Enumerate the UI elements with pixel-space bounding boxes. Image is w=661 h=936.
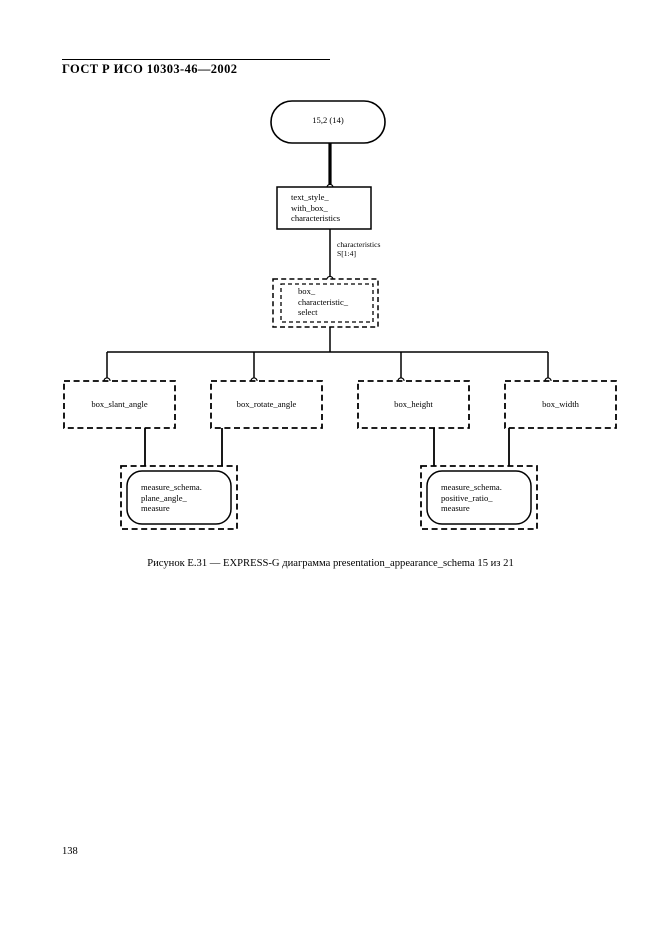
leaf1-shape xyxy=(63,380,176,429)
page-ref-node-shape xyxy=(270,100,386,144)
select-type-inner-shape xyxy=(280,283,374,323)
measure-left-label: measure_schema. plane_angle_ measure xyxy=(141,482,202,514)
leaf2-label: box_rotate_angle xyxy=(236,399,297,409)
express-g-diagram: 15,2 (14) text_style_ with_box_ characte… xyxy=(63,100,617,530)
measure-right-label: measure_schema. positive_ratio_ measure xyxy=(441,482,502,514)
select-type-outer-shape xyxy=(272,278,379,328)
entity-root-shape xyxy=(276,186,372,230)
leaf4-shape xyxy=(504,380,617,429)
header-rule xyxy=(62,59,330,60)
leaf3-shape xyxy=(357,380,470,429)
leaf1-label: box_slant_angle xyxy=(91,399,148,409)
measure-left-inner-shape xyxy=(126,470,232,525)
page-ref-node-label: 15,2 (14) xyxy=(312,115,344,125)
edge-characteristics-name: characteristics xyxy=(337,240,381,249)
document-header: ГОСТ Р ИСО 10303-46—2002 xyxy=(62,62,238,76)
figure-caption: Рисунок Е.31 — EXPRESS-G диаграмма prese… xyxy=(147,558,514,569)
edge-characteristics-cardinality: S[1:4] xyxy=(337,249,356,258)
page-number: 138 xyxy=(62,846,78,857)
measure-right-inner-shape xyxy=(426,470,532,525)
leaf2-shape xyxy=(210,380,323,429)
select-type-label: box_ characteristic_ select xyxy=(298,286,349,318)
entity-root-label: text_style_ with_box_ characteristics xyxy=(291,192,341,224)
diagram-canvas xyxy=(63,100,617,530)
leaf4-label: box_width xyxy=(542,399,579,409)
leaf3-label: box_height xyxy=(394,399,433,409)
